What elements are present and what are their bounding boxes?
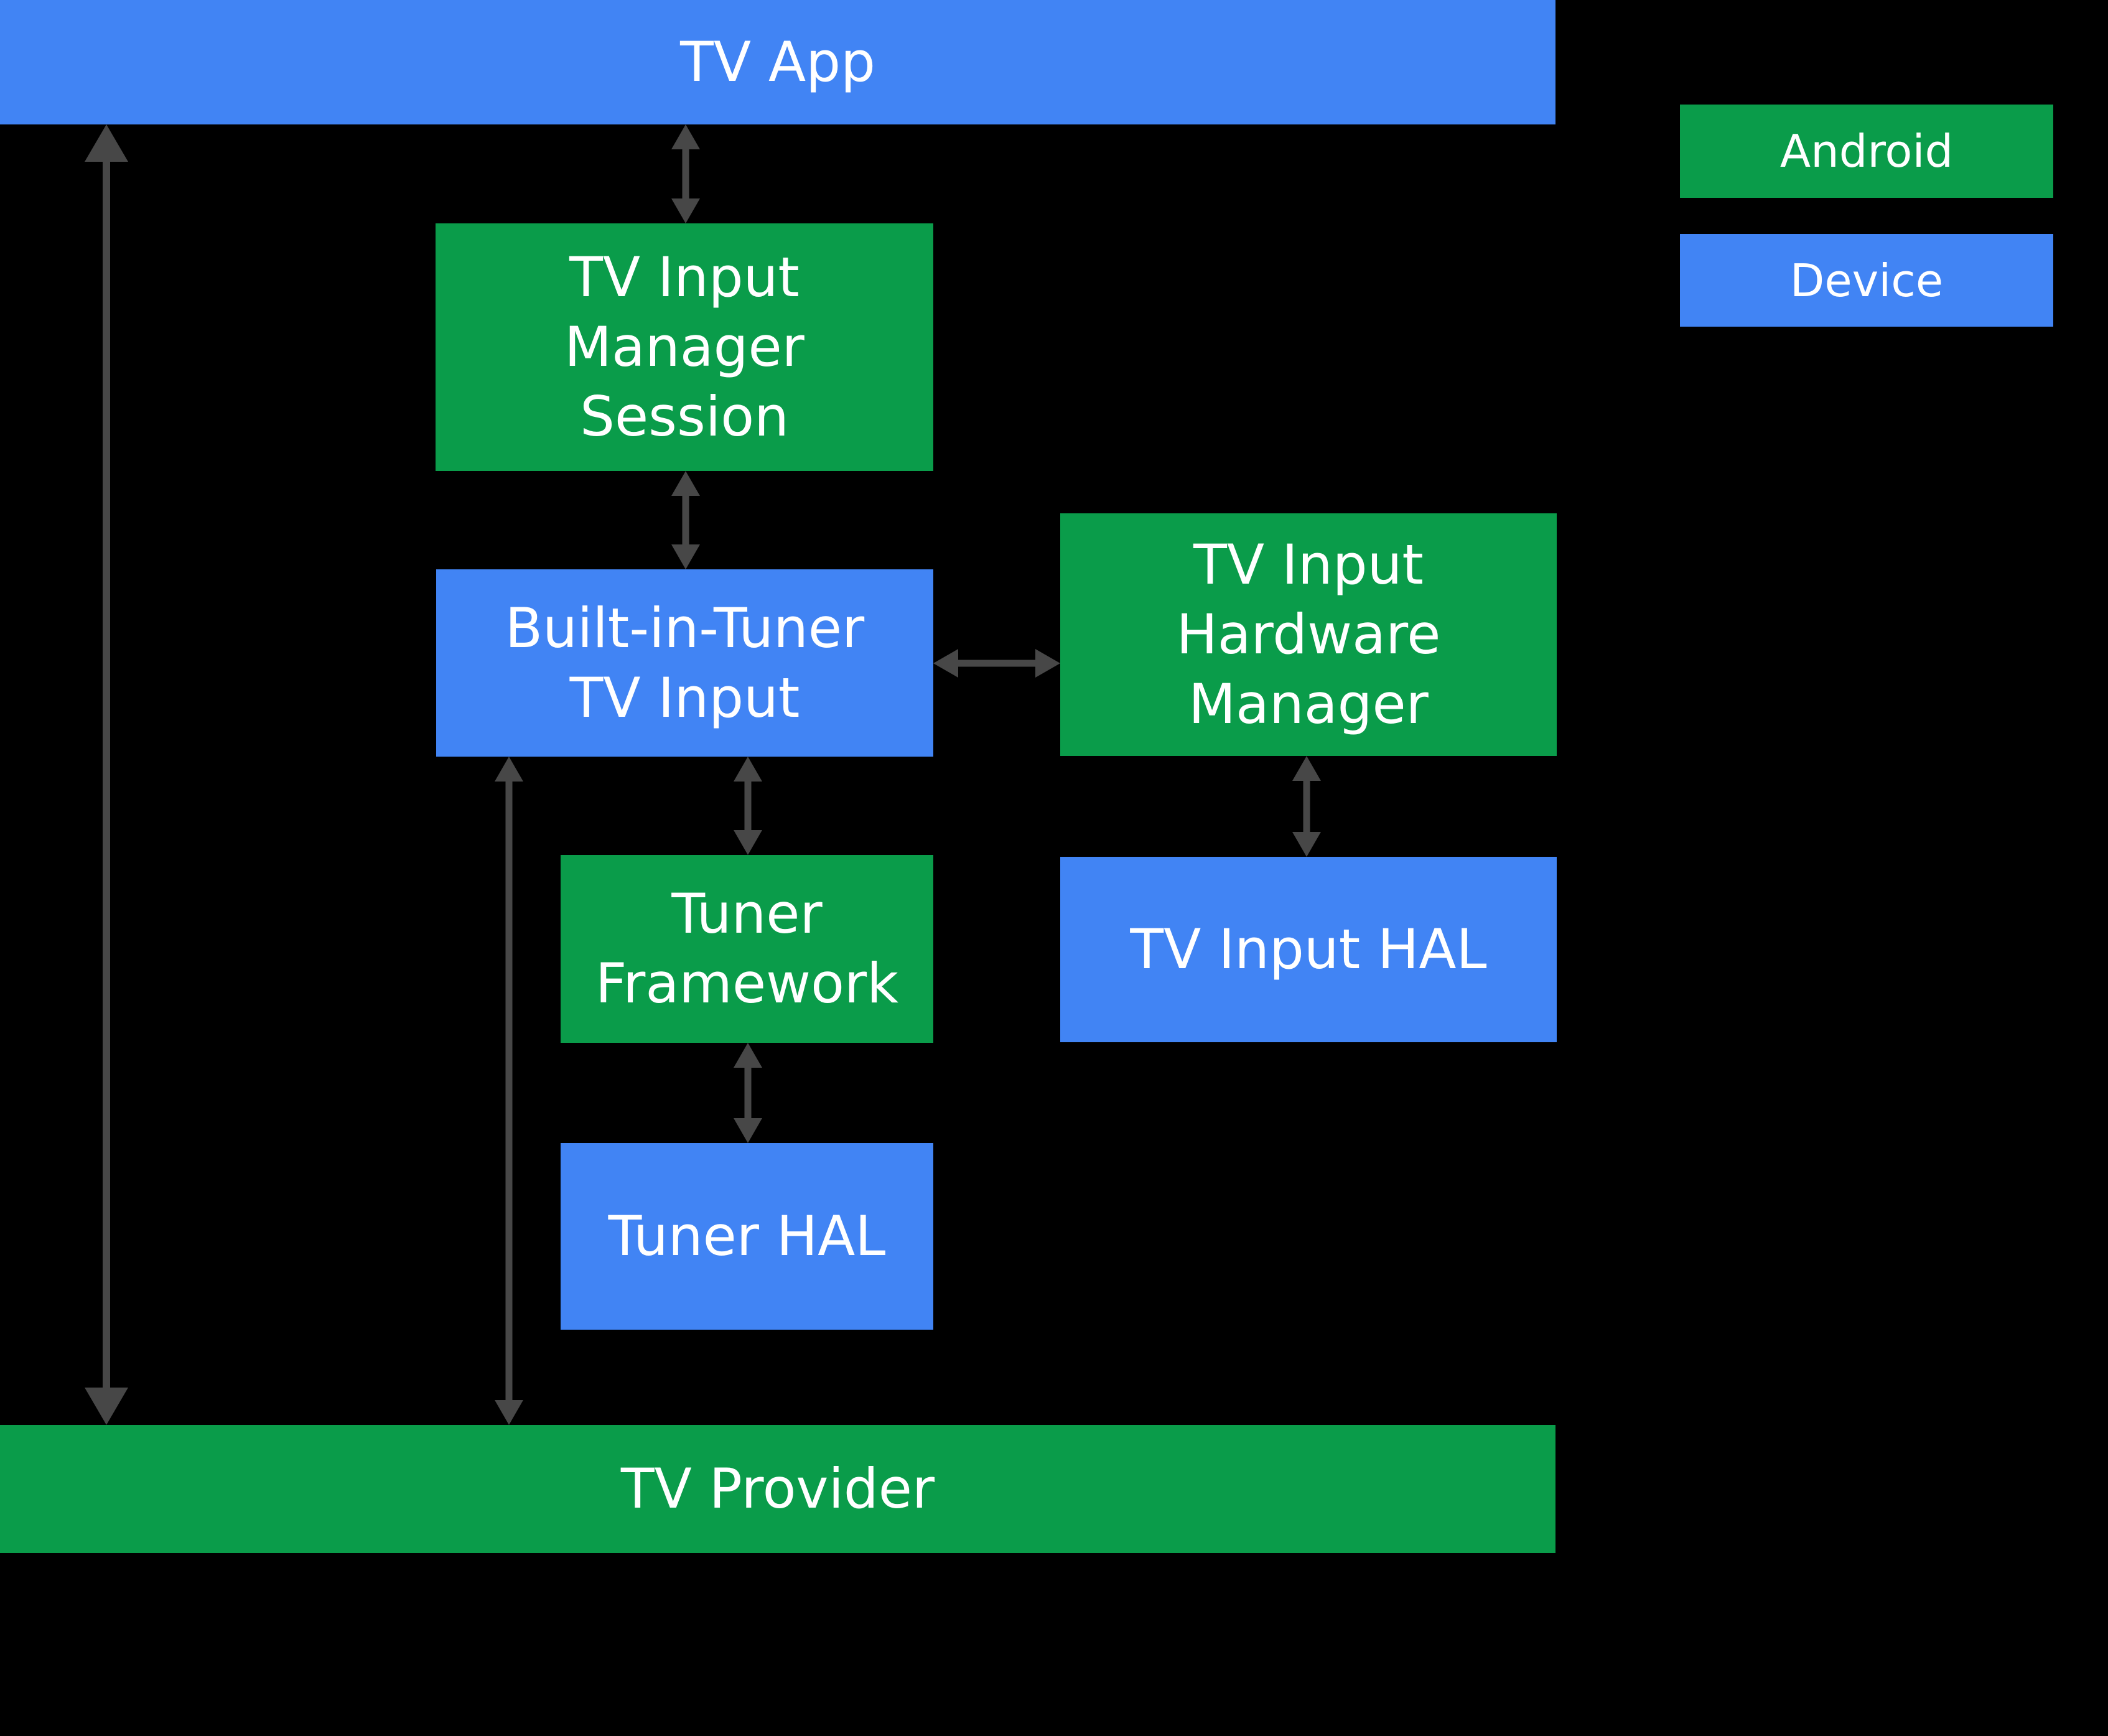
arrow-shaft xyxy=(744,775,752,836)
arrow-shaft xyxy=(505,775,513,1406)
arrow-shaft xyxy=(1303,775,1310,838)
arrowhead-down-icon xyxy=(734,830,762,855)
legend-device: Device xyxy=(1680,234,2053,327)
arrow-shaft xyxy=(744,1062,752,1124)
arrow-tv-app-tv-provider-icon xyxy=(85,124,128,1425)
arrow-tuner-framework-tuner-hal-icon xyxy=(734,1043,762,1143)
legend-android: Android xyxy=(1680,105,2053,198)
arrow-session-built-in-tuner-icon xyxy=(671,471,700,569)
arrowhead-down-icon xyxy=(495,1400,523,1425)
node-tuner-hal: Tuner HAL xyxy=(561,1143,933,1330)
arrow-built-in-tuner-hw-manager-icon xyxy=(933,649,1060,678)
node-tv-input-hardware-manager: TV Input Hardware Manager xyxy=(1060,513,1557,756)
node-tv-input-hal: TV Input HAL xyxy=(1060,857,1557,1042)
arrow-shaft xyxy=(682,490,689,551)
node-tv-input-manager-session: TV Input Manager Session xyxy=(436,223,933,471)
arrow-tv-app-session-icon xyxy=(671,124,700,223)
arrow-hw-manager-tv-input-hal-icon xyxy=(1292,756,1321,857)
arrow-shaft xyxy=(682,143,689,205)
node-tv-provider: TV Provider xyxy=(0,1425,1555,1553)
node-built-in-tuner-tv-input: Built-in-Tuner TV Input xyxy=(436,569,933,757)
arrow-shaft xyxy=(952,660,1042,667)
arrow-built-in-tuner-tuner-framework-icon xyxy=(734,757,762,855)
node-tuner-framework: Tuner Framework xyxy=(561,855,933,1043)
arrowhead-down-icon xyxy=(734,1118,762,1143)
arrowhead-right-icon xyxy=(1035,649,1060,678)
node-tv-app: TV App xyxy=(0,0,1555,124)
arrowhead-down-icon xyxy=(671,198,700,223)
arrow-built-in-tuner-tv-provider-icon xyxy=(495,757,523,1425)
arrow-shaft xyxy=(103,153,110,1396)
arrowhead-down-icon xyxy=(85,1388,128,1425)
arrowhead-down-icon xyxy=(1292,832,1321,857)
arrowhead-down-icon xyxy=(671,544,700,569)
